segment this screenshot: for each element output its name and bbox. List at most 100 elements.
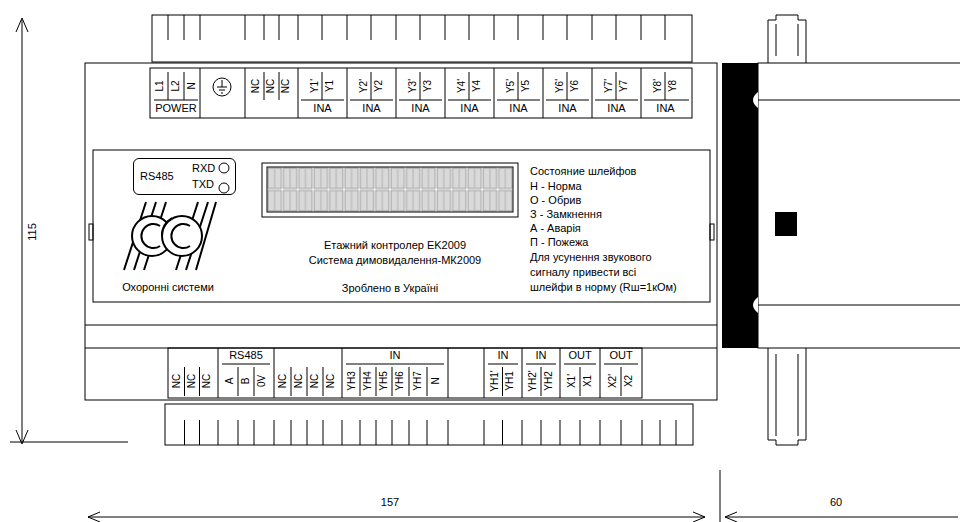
panel-text: Система димовидалення-МК2009	[309, 254, 481, 267]
status-legend-text: Н - Норма	[530, 180, 582, 193]
pin-label: X2	[623, 375, 635, 387]
terminal-group-label: IN	[498, 349, 509, 362]
pin-label: Y2	[373, 80, 385, 92]
pin-label: Y8'	[652, 79, 664, 93]
pin-label: Y2'	[358, 79, 370, 93]
ground-symbol	[213, 78, 231, 96]
dimension-label: 157	[381, 496, 399, 509]
pin-label: YH4	[362, 371, 374, 390]
terminal-group-label: INA	[607, 102, 625, 115]
rail-notch	[753, 92, 758, 313]
side-view-rail-band	[722, 63, 758, 348]
pin-label: Y3	[422, 80, 434, 92]
pin-label: Y6	[569, 80, 581, 92]
terminal-group-label: OUT	[568, 349, 591, 362]
company-logo	[141, 218, 190, 248]
terminal-block	[165, 404, 693, 445]
led-label: TXD	[192, 178, 214, 191]
status-legend-text: Состояние шлейфов	[530, 165, 636, 178]
pin-label: NC	[280, 79, 292, 93]
dimension-line	[10, 18, 128, 444]
pin-label: NC	[293, 374, 305, 388]
group-underline	[154, 100, 689, 101]
dimension-line	[720, 470, 958, 522]
pin-separator	[168, 72, 665, 100]
pin-label: Y4	[471, 80, 483, 92]
pin-label: 0V	[256, 375, 268, 387]
terminal-slots	[168, 15, 665, 40]
terminal-group-label: INA	[460, 102, 478, 115]
terminal-group-label: RS485	[229, 349, 263, 362]
pin-label: Y7'	[603, 79, 615, 93]
housing	[85, 63, 717, 400]
dimension-label: 60	[830, 496, 842, 509]
terminal-block	[152, 15, 692, 62]
status-legend-text: З - Замкнення	[530, 208, 602, 221]
interface-name: RS485	[140, 170, 174, 183]
terminal-group-label: IN	[390, 349, 401, 362]
side-view-line	[758, 100, 960, 305]
terminal-group-label: POWER	[155, 102, 197, 115]
pin-label: N	[430, 377, 442, 384]
ground-symbol	[213, 78, 231, 96]
pin-separator	[185, 367, 622, 396]
pin-label: Y4'	[456, 79, 468, 93]
side-view-latch	[775, 212, 797, 236]
panel-text: Етажний контролер EK2009	[324, 239, 466, 252]
group-underline	[222, 364, 638, 365]
panel-tab	[710, 224, 714, 240]
terminal-group-label: INA	[656, 102, 674, 115]
terminal-label-strip	[168, 348, 642, 398]
pin-label: NC	[309, 374, 321, 388]
status-legend-text: О - Обрив	[530, 194, 581, 207]
terminal-group-label: INA	[509, 102, 527, 115]
pin-label: Y5	[520, 80, 532, 92]
pin-label: YH5	[378, 371, 390, 390]
panel-tab	[89, 224, 93, 240]
pin-label: X1'	[566, 374, 578, 388]
terminal-slots	[185, 420, 677, 445]
pin-label: Y8	[667, 80, 679, 92]
pin-label: NC	[277, 374, 289, 388]
pin-label: Y5'	[505, 79, 517, 93]
pin-label: NC	[201, 374, 213, 388]
led-label: RXD	[192, 162, 215, 175]
panel-text: Зроблено в Україні	[342, 282, 439, 295]
dimension-line	[88, 512, 705, 522]
interface-box: RS485 RXD TXD	[133, 158, 236, 195]
led	[219, 183, 229, 193]
dimension-label: 115	[26, 223, 39, 241]
pin-label: Y1'	[309, 79, 321, 93]
pin-label: Y3'	[407, 79, 419, 93]
status-legend-text: П - Пожежа	[530, 236, 588, 249]
pin-label: YH3	[346, 371, 358, 390]
status-legend-text: А - Аварія	[530, 222, 581, 235]
pin-label: Y7	[618, 80, 630, 92]
pin-label: B	[240, 378, 252, 385]
status-note: Для усунення звукового сигналу привести …	[530, 250, 680, 295]
pin-label: X2'	[607, 374, 619, 388]
pin-label: Y1	[324, 80, 336, 92]
lcd-frame	[262, 163, 518, 217]
terminal-group-label: INA	[558, 102, 576, 115]
side-view-body	[758, 63, 960, 348]
terminal-group-label: INA	[411, 102, 429, 115]
pin-label: NC	[250, 79, 262, 93]
pin-label: L1	[154, 80, 166, 91]
pin-label: NC	[325, 374, 337, 388]
pin-label: X1	[582, 375, 594, 387]
pin-label: NC	[186, 374, 198, 388]
company-logo	[124, 202, 216, 270]
front-panel	[93, 150, 710, 302]
pin-label: N	[186, 82, 198, 89]
terminal-group-label: OUT	[609, 349, 632, 362]
pin-label: YH7	[412, 371, 424, 390]
panel-text: Охоронні системи	[122, 281, 214, 294]
din-clip	[768, 15, 806, 63]
ground-symbol	[217, 80, 227, 93]
pin-label: NC	[265, 79, 277, 93]
pin-label: YH6	[394, 371, 406, 390]
pin-label: YH2'	[527, 370, 539, 391]
pin-label: NC	[171, 374, 183, 388]
